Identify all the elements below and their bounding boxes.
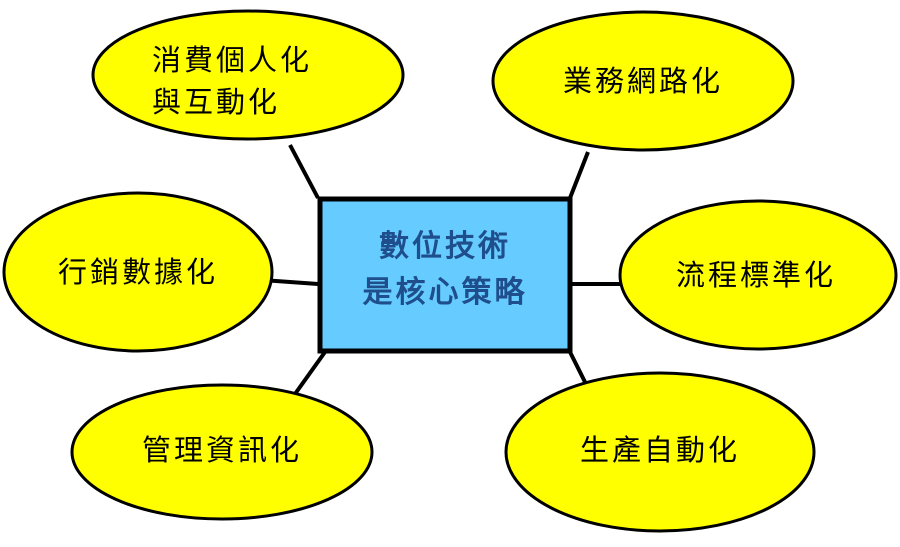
node-marketing-label: 行銷數據化 xyxy=(58,255,218,289)
center-node: 數位技術 是核心策略 xyxy=(317,196,573,354)
node-production: 生產自動化 xyxy=(504,371,816,533)
node-production-label: 生產自動化 xyxy=(580,433,740,467)
node-business: 業務網路化 xyxy=(491,10,795,152)
node-marketing: 行銷數據化 xyxy=(2,191,274,353)
node-process-label: 流程標準化 xyxy=(676,258,836,292)
node-business-label: 業務網路化 xyxy=(563,64,723,98)
node-consumer: 消費個人化 與互動化 xyxy=(91,9,405,141)
node-consumer-line2: 與互動化 xyxy=(152,85,280,119)
node-management: 管理資訊化 xyxy=(70,383,374,521)
node-management-label: 管理資訊化 xyxy=(142,433,302,467)
connector-consumer xyxy=(288,144,320,199)
center-line2: 是核心策略 xyxy=(363,275,528,310)
node-consumer-line1: 消費個人化 xyxy=(152,43,312,77)
connector-business xyxy=(568,151,590,199)
node-process: 流程標準化 xyxy=(618,199,898,351)
center-line1: 數位技術 xyxy=(379,229,511,264)
